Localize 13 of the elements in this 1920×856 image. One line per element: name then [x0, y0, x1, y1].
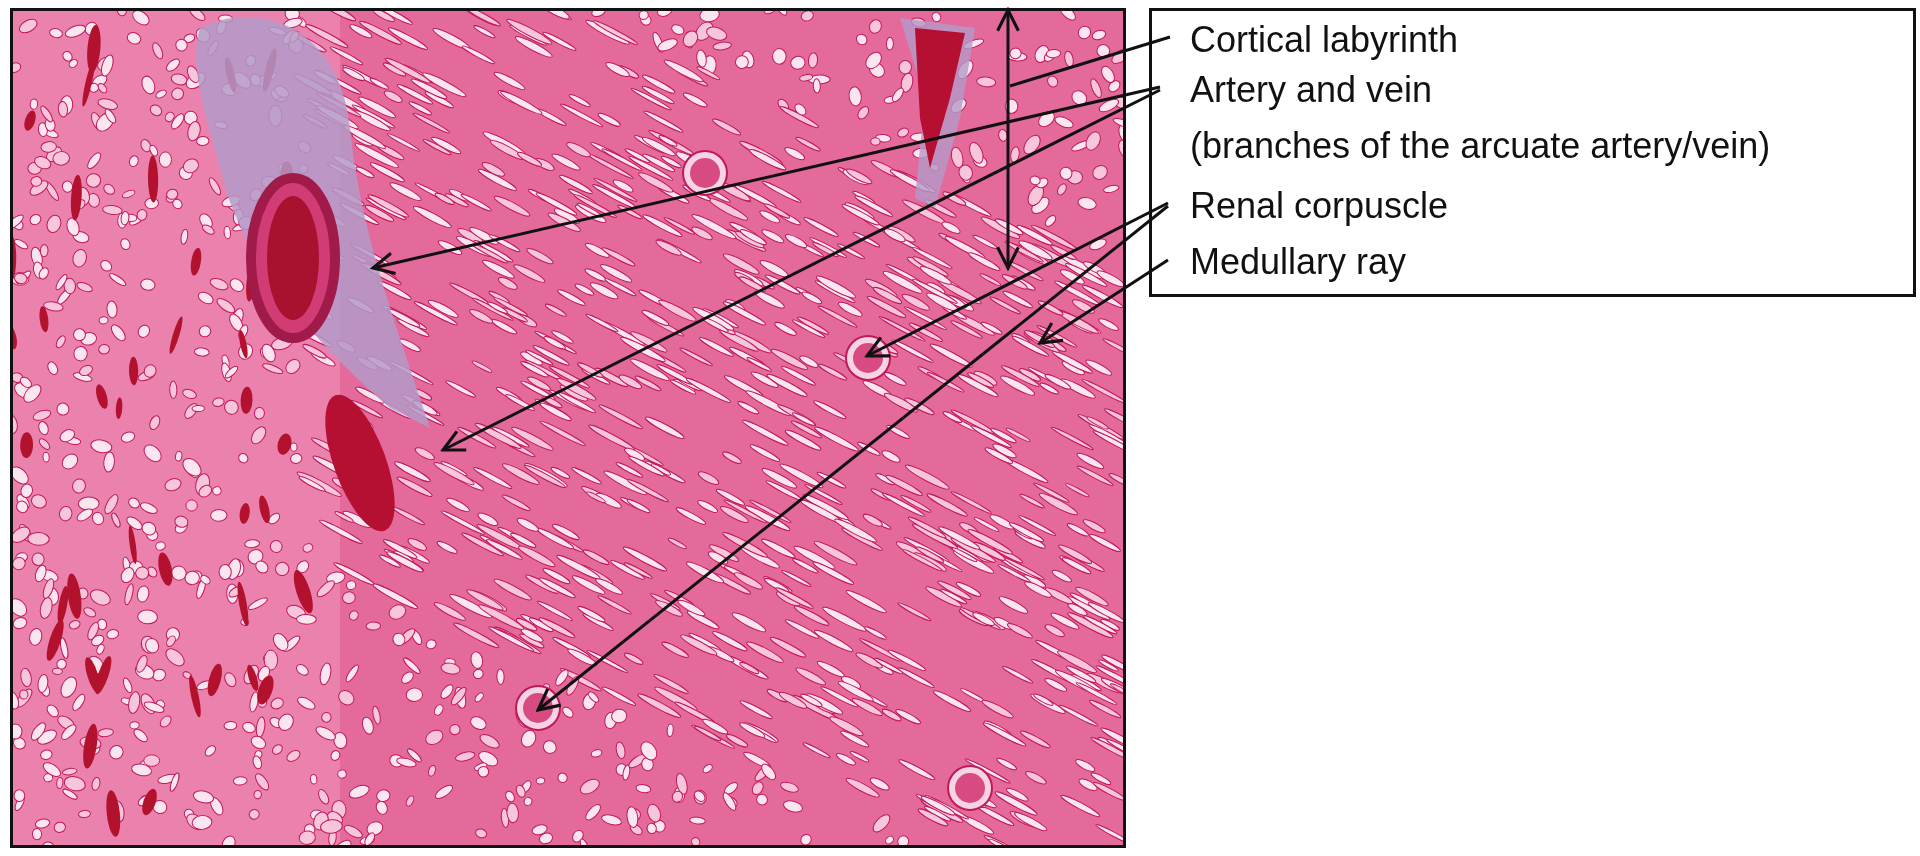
micrograph-drawing: [10, 8, 1126, 848]
label-panel: [1149, 8, 1916, 297]
leader-arrow: [536, 204, 1169, 712]
label-text: Medullary ray: [1190, 240, 1407, 284]
label-text: Cortical labyrinth: [1190, 18, 1459, 62]
leader-arrow: [1038, 258, 1169, 345]
label-text: Artery and vein: [1190, 68, 1434, 112]
leader-line: [1009, 35, 1171, 88]
leader-arrow: [371, 85, 1161, 276]
leader-arrow: [865, 201, 1169, 358]
leader-arrow: [441, 88, 1161, 452]
label-text: Renal corpuscle: [1190, 184, 1449, 228]
label-note: (branches of the arcuate artery/vein): [1190, 124, 1771, 168]
